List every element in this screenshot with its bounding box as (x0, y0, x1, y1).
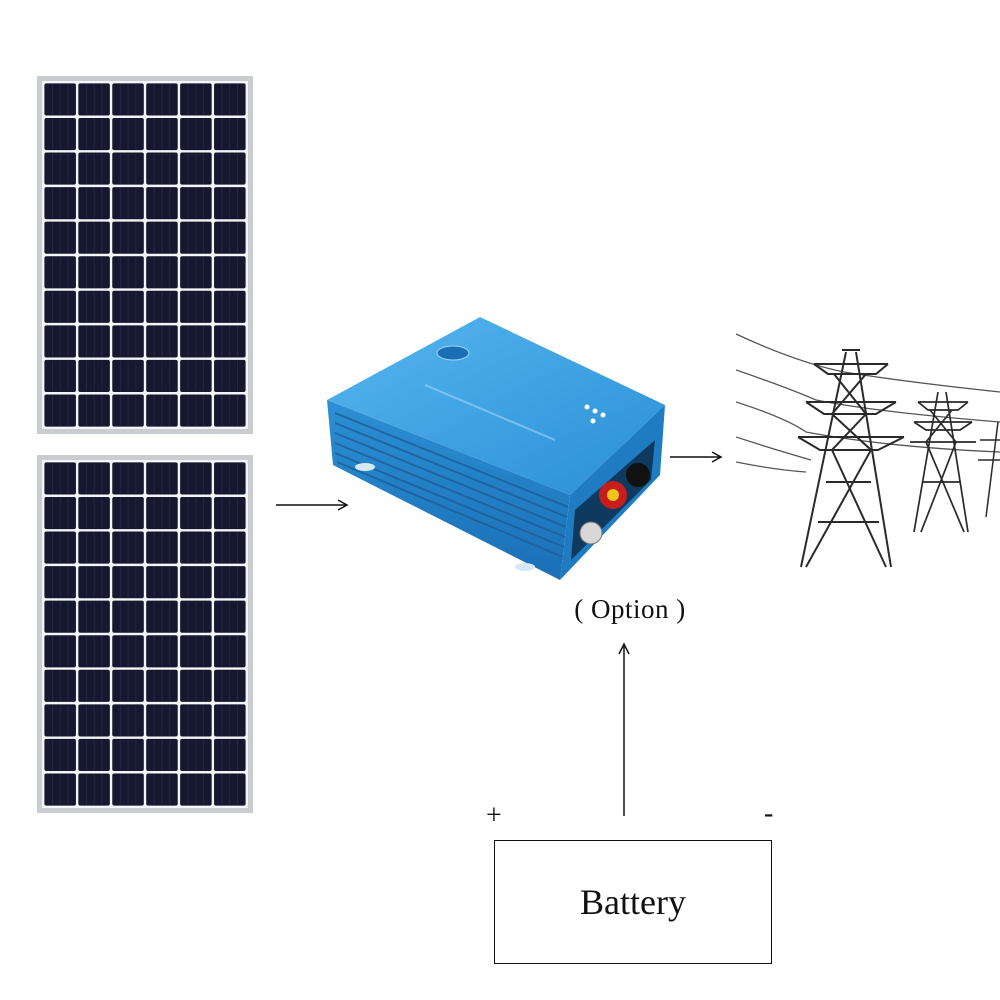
power-grid (736, 322, 1000, 577)
solar-panel-icon (37, 76, 253, 434)
arrow-battery-to-inverter (618, 642, 630, 816)
solar-panel-icon (37, 455, 253, 813)
battery-box: Battery (494, 840, 772, 964)
battery-plus-label: + (486, 800, 502, 831)
grid-tie-inverter-icon (327, 317, 665, 580)
solar-panel-top (37, 76, 253, 434)
inverter (325, 315, 670, 585)
option-label: ( Option ) (574, 594, 686, 624)
power-transmission-tower-icon (736, 333, 1000, 568)
battery-label: Battery (580, 882, 686, 922)
arrow-inverter-to-grid (670, 451, 723, 463)
solar-panel-bottom (37, 455, 253, 813)
battery-minus-label: - (764, 798, 774, 829)
arrow-panels-to-inverter (276, 499, 349, 511)
